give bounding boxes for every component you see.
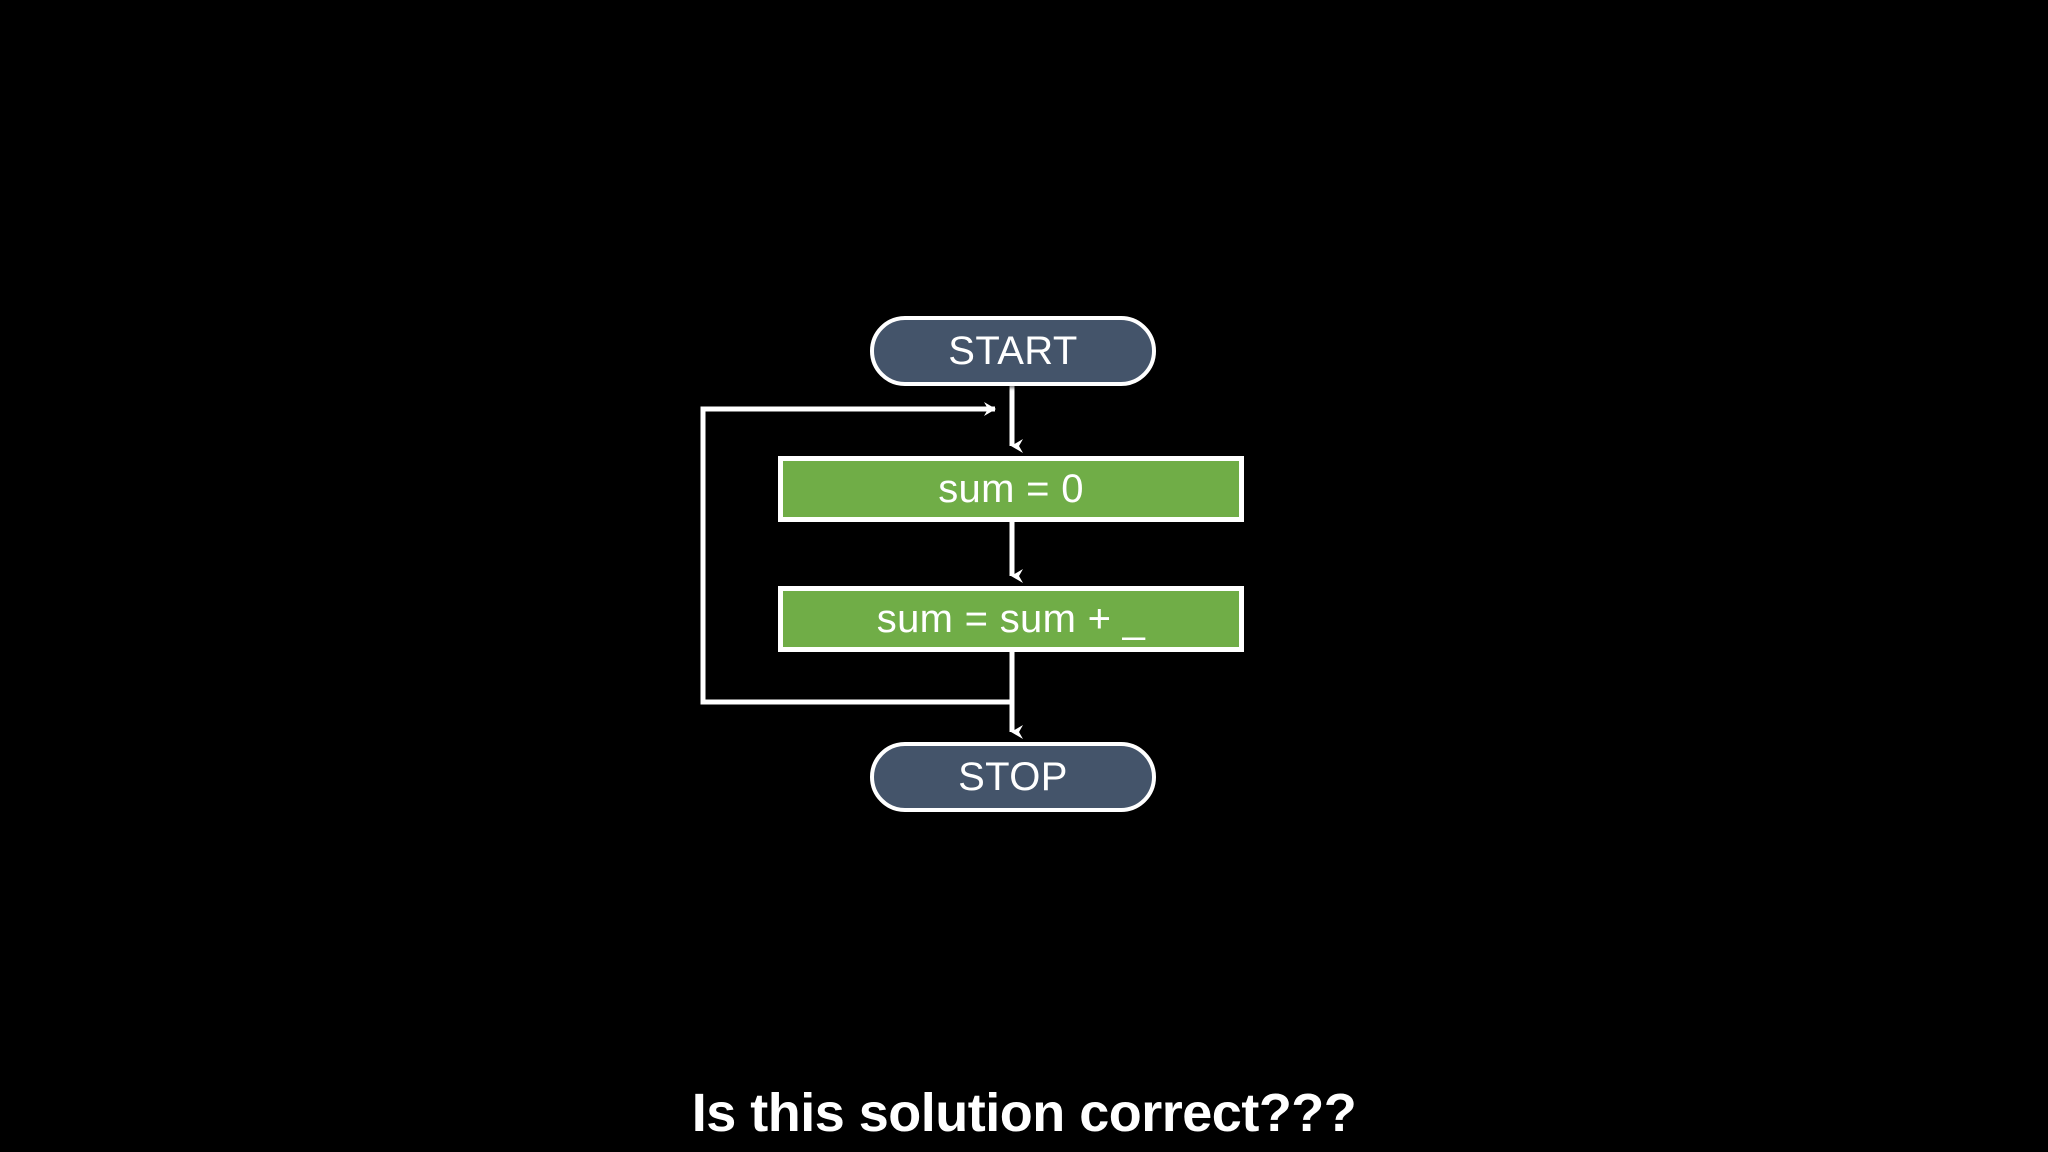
flow-node-start[interactable]: START — [870, 316, 1156, 386]
flow-node-stop-label: STOP — [958, 754, 1068, 799]
flow-node-stop[interactable]: STOP — [870, 742, 1156, 812]
flow-node-init[interactable]: sum = 0 — [778, 456, 1244, 522]
slide-caption: Is this solution correct??? — [691, 1083, 1357, 1143]
flow-node-start-label: START — [948, 328, 1078, 373]
flow-node-accum-label: sum = sum + _ — [876, 596, 1146, 641]
flow-node-accum[interactable]: sum = sum + _ — [778, 586, 1244, 652]
flow-node-init-label: sum = 0 — [938, 466, 1084, 511]
edge-loop-back — [700, 402, 1012, 705]
